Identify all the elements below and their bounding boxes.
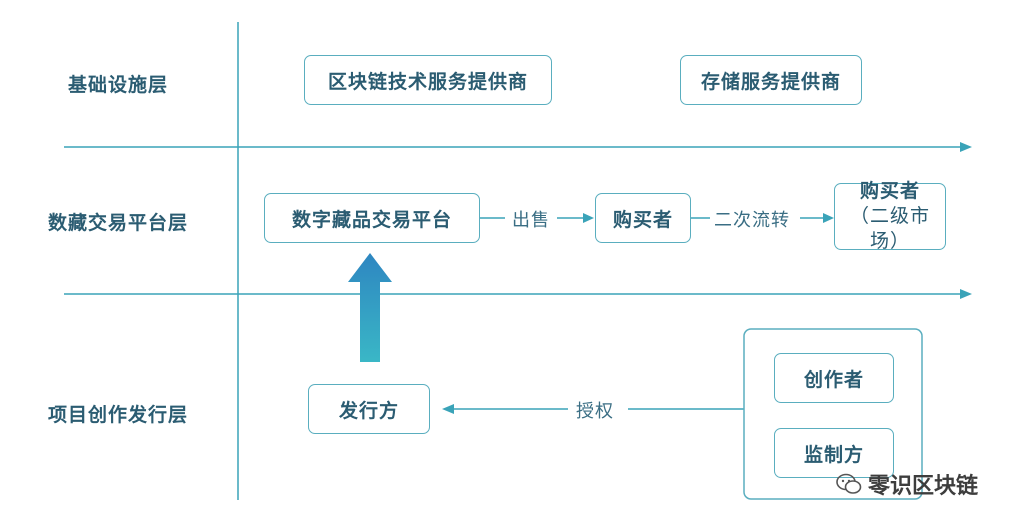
node-buyer: 购买者 (595, 193, 691, 243)
node-issuer: 发行方 (308, 384, 430, 434)
node-creator: 创作者 (774, 353, 894, 403)
edge-label-resale: 二次流转 (710, 206, 794, 232)
layer-label-infrastructure: 基础设施层 (67, 74, 168, 96)
node-buyer-secondary-subtitle: （二级市场） (849, 205, 930, 252)
creator-group (743, 328, 923, 500)
node-supervisor: 监制方 (774, 428, 894, 478)
layer-label-creation: 项目创作发行层 (47, 404, 188, 426)
node-buyer-secondary: 购买者 （二级市场） (834, 180, 946, 252)
edge-authorize-arrowhead (442, 404, 454, 414)
node-blockchain-provider: 区块链技术服务提供商 (304, 55, 552, 105)
wechat-icon (836, 473, 862, 494)
separator-bottom-arrowhead (960, 289, 972, 299)
layer-label-platform: 数藏交易平台层 (47, 212, 188, 234)
issue-up-arrow (348, 253, 392, 362)
edge-label-authorize: 授权 (572, 397, 618, 423)
node-buyer-secondary-title: 购买者 (859, 180, 920, 203)
watermark: 零识区块链 (836, 468, 978, 500)
watermark-text: 零识区块链 (868, 474, 979, 499)
edge-label-sell: 出售 (508, 206, 554, 232)
edge-resale-arrowhead (823, 213, 834, 223)
separator-top-arrowhead (960, 142, 972, 152)
node-storage-provider: 存储服务提供商 (680, 55, 862, 105)
node-trading-platform: 数字藏品交易平台 (264, 193, 480, 243)
edge-sell-arrowhead (583, 213, 594, 223)
